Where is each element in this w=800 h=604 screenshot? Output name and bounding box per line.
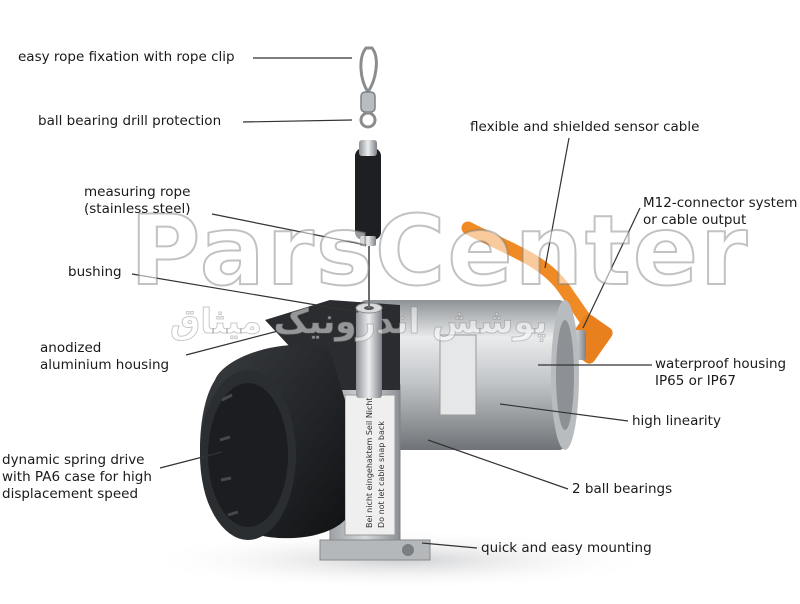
- mounting-foot: [319, 539, 431, 561]
- callout-measuring-rope: measuring rope (stainless steel): [84, 184, 191, 217]
- rope-clip-part: [359, 46, 378, 129]
- callout-m12-connector: M12-connector system or cable output: [643, 195, 798, 228]
- leader-mounting: [421, 542, 478, 549]
- leader-ball-bearings: [427, 439, 569, 490]
- leader-anodized-housing: [185, 329, 283, 356]
- callout-high-linearity: high linearity: [632, 413, 721, 429]
- warning-label-line2: Do not let cable snap back: [377, 421, 386, 528]
- leader-bushing: [131, 273, 359, 313]
- leader-measuring-rope: [211, 213, 367, 246]
- leader-drill-protection: [242, 119, 353, 123]
- spring-drive-knob: [200, 344, 345, 540]
- callout-ball-bearings: 2 ball bearings: [572, 481, 673, 497]
- leader-m12-connector: [582, 207, 641, 329]
- mounting-hole: [402, 544, 414, 556]
- callout-sensor-cable: flexible and shielded sensor cable: [470, 119, 700, 135]
- leader-lines: [131, 57, 652, 549]
- leader-spring-drive: [159, 451, 223, 469]
- callout-bushing: bushing: [68, 264, 122, 280]
- watermark-sub: پوشش اندرونیک میثاق: [169, 302, 548, 343]
- leader-high-linearity: [499, 403, 629, 422]
- main-cylinder: [360, 300, 579, 450]
- leader-sensor-cable: [544, 137, 570, 269]
- callout-rope-clip: easy rope fixation with rope clip: [18, 49, 235, 65]
- callout-waterproof-housing: waterproof housing IP65 or IP67: [655, 356, 787, 389]
- watermark-main: ParsCenter: [129, 194, 750, 308]
- warning-label-line1: Bei nicht eingehaktem Seil Nicht loslass…: [365, 358, 374, 528]
- drill-protection-part: [355, 140, 381, 246]
- cylinder-label: [439, 334, 477, 416]
- callout-spring-drive: dynamic spring drive with PA6 case for h…: [2, 452, 152, 502]
- callout-mounting: quick and easy mounting: [481, 540, 652, 556]
- callout-anodized-housing: anodized aluminium housing: [40, 340, 170, 373]
- callout-drill-protection: ball bearing drill protection: [38, 113, 222, 129]
